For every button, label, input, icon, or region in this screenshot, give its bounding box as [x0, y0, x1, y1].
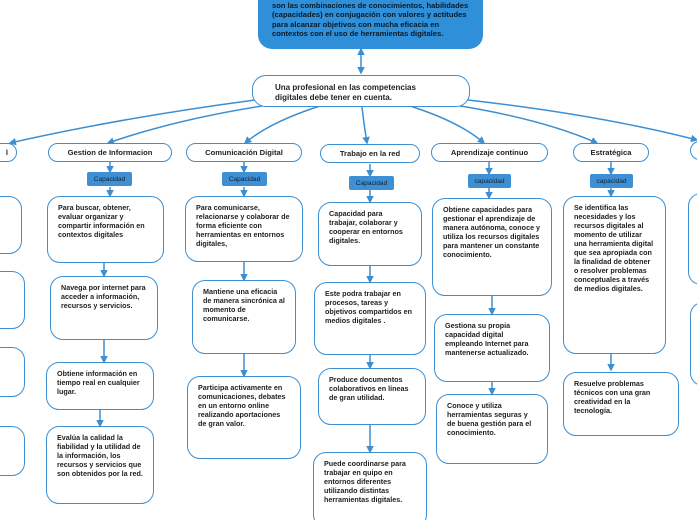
- tag-label: capacidad: [474, 177, 505, 185]
- category-label: Comunicación Digital: [205, 148, 283, 157]
- node-text: Puede coordinarse para trabajar en quipo…: [324, 459, 406, 504]
- category-label: Gestion de Informacion: [67, 148, 153, 157]
- node-partial-left-3[interactable]: [0, 347, 25, 397]
- category-aprendizaje-continuo[interactable]: Aprendizaje continuo: [431, 143, 548, 162]
- node-estrategica-1[interactable]: Se identifica las necesidades y los recu…: [563, 196, 666, 354]
- edge-central-cat-2: [243, 105, 321, 144]
- node-comunicacion-1[interactable]: Para comunicarse, relacionarse y colabor…: [185, 196, 303, 262]
- node-trabajo-3[interactable]: Produce documentos colaborativos en líne…: [318, 368, 426, 425]
- node-partial-left-4[interactable]: [0, 426, 25, 476]
- node-text: Resuelve problemas técnicos con una gran…: [574, 379, 651, 415]
- edge-central-cat-1: [106, 103, 276, 145]
- node-text: Conoce y utiliza herramientas seguras y …: [447, 401, 532, 437]
- node-text: Navega por internet para acceder a infor…: [61, 283, 146, 310]
- node-text: Participa activamente en comunicaciones,…: [198, 383, 286, 428]
- category-label: Estratégica: [590, 148, 632, 157]
- edge-central-cat-5: [447, 103, 599, 145]
- node-text: Obtiene capacidades para gestionar el ap…: [443, 205, 541, 259]
- edge-central-cat-0: [8, 99, 256, 146]
- node-gestion-3[interactable]: Obtiene información en tiempo real en cu…: [46, 362, 154, 410]
- node-trabajo-1[interactable]: Capacidad para trabajar, colaborar y coo…: [318, 202, 422, 266]
- node-partial-right-1[interactable]: [688, 193, 697, 285]
- node-partial-left-2[interactable]: [0, 271, 25, 329]
- category-estrategica[interactable]: Estratégica: [573, 143, 649, 162]
- node-aprendizaje-1[interactable]: Obtiene capacidades para gestionar el ap…: [432, 198, 552, 296]
- node-gestion-4[interactable]: Evalúa la calidad la fiabilidad y la uti…: [46, 426, 154, 504]
- tag-label: capacidad: [596, 177, 627, 185]
- category-comunicacion-digital[interactable]: Comunicación Digital: [186, 143, 302, 162]
- node-text: Obtiene información en tiempo real en cu…: [57, 369, 140, 396]
- node-text: Se identifica las necesidades y los recu…: [574, 203, 654, 293]
- capacidad-tag-trabajo: Capacidad: [349, 176, 394, 190]
- node-trabajo-4[interactable]: Puede coordinarse para trabajar en quipo…: [313, 452, 427, 520]
- node-estrategica-2[interactable]: Resuelve problemas técnicos con una gran…: [563, 372, 679, 436]
- node-trabajo-2[interactable]: Este podra trabajar en procesos, tareas …: [314, 282, 426, 355]
- central-node[interactable]: Una profesional en las competencias digi…: [252, 75, 470, 107]
- capacidad-tag-gestion: Capacidad: [87, 172, 132, 186]
- root-definition[interactable]: son las combinaciones de conocimientos, …: [258, 0, 483, 49]
- node-text: Gestiona su propia capacidad digital emp…: [445, 321, 529, 357]
- node-text: Mantiene una eficacia de manera sincróni…: [203, 287, 285, 323]
- tag-label: Capacidad: [93, 175, 126, 183]
- category-label: Aprendizaje continuo: [450, 148, 529, 157]
- category-partial-left[interactable]: l: [0, 143, 17, 162]
- node-text: Produce documentos colaborativos en líne…: [329, 375, 409, 402]
- node-comunicacion-2[interactable]: Mantiene una eficacia de manera sincróni…: [192, 280, 296, 354]
- edge-central-cat-4: [409, 105, 486, 144]
- node-text: Para buscar, obtener, evaluar organizar …: [58, 203, 145, 239]
- capacidad-tag-comunicacion: Capacidad: [222, 172, 267, 186]
- node-text: Evalúa la calidad la fiabilidad y la uti…: [57, 433, 143, 478]
- root-definition-text: son las combinaciones de conocimientos, …: [272, 1, 469, 39]
- node-aprendizaje-2[interactable]: Gestiona su propia capacidad digital emp…: [434, 314, 550, 382]
- category-trabajo-red[interactable]: Trabajo en la red: [320, 144, 420, 163]
- node-gestion-1[interactable]: Para buscar, obtener, evaluar organizar …: [47, 196, 164, 263]
- node-aprendizaje-3[interactable]: Conoce y utiliza herramientas seguras y …: [436, 394, 548, 464]
- node-comunicacion-3[interactable]: Participa activamente en comunicaciones,…: [187, 376, 301, 459]
- category-label: Trabajo en la red: [339, 149, 401, 158]
- category-gestion-informacion[interactable]: Gestion de Informacion: [48, 143, 172, 162]
- node-text: Capacidad para trabajar, colaborar y coo…: [329, 209, 403, 245]
- node-gestion-2[interactable]: Navega por internet para acceder a infor…: [50, 276, 158, 340]
- node-partial-right-2[interactable]: [690, 302, 697, 386]
- node-text: Para comunicarse, relacionarse y colabor…: [196, 203, 290, 248]
- tag-label: Capacidad: [228, 175, 261, 183]
- central-node-text: Una profesional en las competencias digi…: [275, 83, 416, 103]
- edge-central-cat-6: [467, 99, 697, 143]
- node-partial-left-1[interactable]: [0, 196, 22, 254]
- node-text: Este podra trabajar en procesos, tareas …: [325, 289, 413, 325]
- capacidad-tag-aprendizaje: capacidad: [468, 174, 511, 188]
- tag-label: Capacidad: [355, 179, 388, 187]
- capacidad-tag-estrategica: capacidad: [590, 174, 633, 188]
- category-label: l: [5, 148, 8, 157]
- edge-central-cat-3: [361, 106, 370, 145]
